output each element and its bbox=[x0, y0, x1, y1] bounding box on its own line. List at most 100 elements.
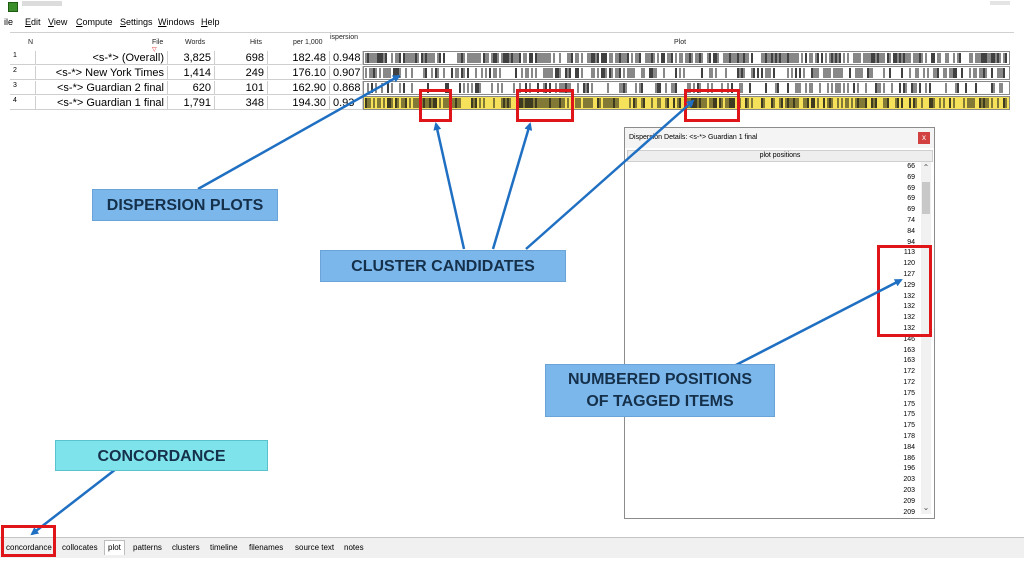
tab-clusters[interactable]: clusters bbox=[172, 543, 200, 552]
arrow-cluster-1 bbox=[433, 122, 466, 250]
callout-dispersion-plots: DISPERSION PLOTS bbox=[92, 189, 278, 221]
position-item[interactable]: 163 bbox=[903, 357, 915, 365]
tab-notes[interactable]: notes bbox=[344, 543, 364, 552]
callout-cluster-candidates: CLUSTER CANDIDATES bbox=[320, 250, 566, 282]
position-item[interactable]: 203 bbox=[903, 487, 915, 494]
dialog-scrollbar[interactable]: ⌃ ⌄ bbox=[921, 162, 931, 514]
arrow-positions bbox=[733, 278, 903, 368]
dispersion-plot[interactable] bbox=[363, 66, 1010, 80]
position-item[interactable]: 175 bbox=[903, 422, 915, 430]
arrow-dispersion bbox=[197, 74, 401, 191]
row-number: 2 bbox=[10, 66, 36, 80]
position-item[interactable]: 209 bbox=[903, 497, 915, 505]
row-dispersion: 0.868 bbox=[330, 81, 363, 95]
tab-filenames[interactable]: filenames bbox=[249, 543, 284, 552]
position-item[interactable]: 132 bbox=[903, 292, 915, 300]
col-header-file[interactable]: File bbox=[152, 39, 164, 46]
col-header-n[interactable]: N bbox=[28, 39, 34, 46]
position-item[interactable]: 175 bbox=[903, 389, 915, 397]
title-bar bbox=[0, 0, 1024, 12]
cluster-box-1 bbox=[419, 89, 452, 122]
position-item[interactable]: 184 bbox=[903, 443, 915, 451]
tab-patterns[interactable]: patterns bbox=[133, 543, 162, 552]
window-title bbox=[22, 1, 62, 6]
cluster-box-3 bbox=[684, 89, 740, 122]
col-header-hits[interactable]: Hits bbox=[250, 39, 263, 46]
close-icon[interactable]: x bbox=[918, 132, 930, 144]
position-item[interactable]: 203 bbox=[903, 476, 915, 484]
position-item[interactable]: 146 bbox=[903, 335, 915, 343]
row-file: <s-*> (Overall) bbox=[36, 51, 168, 65]
col-header-per-1000[interactable]: per 1,000 bbox=[293, 39, 323, 46]
position-item[interactable]: 175 bbox=[903, 411, 915, 419]
position-item[interactable]: 129 bbox=[903, 281, 915, 289]
tab-timeline[interactable]: timeline bbox=[210, 543, 238, 552]
row-words: 3,825 bbox=[168, 51, 215, 65]
positions-list: 66 69 69 69 69 74 84 94 113 120 127 129 132 132 132 132… bbox=[627, 162, 921, 514]
plot-positions-header[interactable]: plot positions bbox=[627, 150, 933, 162]
row-file: <s-*> Guardian 1 final bbox=[36, 96, 168, 110]
row-hits: 101 bbox=[215, 81, 268, 95]
tab-concordance[interactable]: concordance bbox=[6, 543, 52, 552]
menu-help[interactable]: Help bbox=[201, 17, 220, 27]
position-item[interactable]: 163 bbox=[903, 346, 915, 354]
position-item[interactable]: 209 bbox=[903, 508, 915, 514]
scroll-thumb[interactable] bbox=[922, 182, 930, 214]
position-item[interactable]: 74 bbox=[907, 217, 915, 224]
position-item[interactable]: 186 bbox=[903, 454, 915, 462]
col-header-plot[interactable]: Plot bbox=[674, 39, 687, 46]
position-item[interactable]: 84 bbox=[907, 227, 915, 235]
row-number: 3 bbox=[10, 81, 36, 95]
row-hits: 698 bbox=[215, 51, 268, 65]
menu-windows[interactable]: Windows bbox=[158, 17, 195, 27]
menu-bar: ile Edit View Compute Settings Windows H… bbox=[0, 14, 1024, 30]
menu-view[interactable]: View bbox=[48, 17, 68, 27]
callout-numbered-line2: OF TAGGED ITEMS bbox=[586, 393, 734, 410]
arrow-cluster-3 bbox=[525, 99, 695, 250]
window-controls[interactable] bbox=[990, 1, 1010, 5]
position-item[interactable]: 113 bbox=[903, 249, 915, 257]
tab-source-text[interactable]: source text bbox=[295, 543, 335, 552]
col-header-words[interactable]: Words bbox=[185, 39, 206, 46]
position-item[interactable]: 69 bbox=[907, 184, 915, 192]
results-grid: N File ▽ Words Hits per 1,000 ispersion … bbox=[10, 32, 1014, 115]
position-item[interactable]: 94 bbox=[907, 238, 915, 246]
position-item[interactable]: 69 bbox=[907, 195, 915, 203]
dispersion-plot[interactable] bbox=[363, 51, 1010, 65]
row-hits: 249 bbox=[215, 66, 268, 80]
row-per-1000: 162.90 bbox=[268, 81, 330, 95]
row-dispersion: 0.907 bbox=[330, 66, 363, 80]
position-item[interactable]: 132 bbox=[903, 303, 915, 311]
row-words: 1,414 bbox=[168, 66, 215, 80]
position-item[interactable]: 172 bbox=[903, 368, 915, 376]
row-number: 4 bbox=[10, 96, 36, 110]
position-item[interactable]: 132 bbox=[903, 314, 915, 322]
callout-numbered-line1: NUMBERED POSITIONS bbox=[567, 371, 752, 388]
position-item[interactable]: 172 bbox=[903, 379, 915, 386]
tab-plot[interactable]: plot bbox=[104, 540, 125, 555]
arrow-concordance bbox=[30, 468, 117, 536]
position-item[interactable]: 69 bbox=[907, 206, 915, 214]
row-dispersion: 0.948 bbox=[330, 51, 363, 65]
position-item[interactable]: 69 bbox=[907, 173, 915, 181]
menu-file[interactable]: ile bbox=[4, 17, 14, 27]
scroll-down-icon[interactable]: ⌄ bbox=[922, 503, 930, 512]
scroll-up-icon[interactable]: ⌃ bbox=[922, 163, 930, 172]
menu-edit[interactable]: Edit bbox=[25, 17, 41, 27]
tab-collocates[interactable]: collocates bbox=[62, 543, 98, 552]
position-item[interactable]: 127 bbox=[903, 271, 915, 278]
menu-settings[interactable]: Settings bbox=[120, 17, 153, 27]
position-item[interactable]: 178 bbox=[903, 433, 915, 440]
row-file: <s-*> Guardian 2 final bbox=[36, 81, 168, 95]
col-header-dispersion[interactable]: ispersion bbox=[330, 34, 359, 41]
position-item[interactable]: 132 bbox=[903, 325, 915, 332]
position-item[interactable]: 196 bbox=[903, 465, 915, 473]
row-file: <s-*> New York Times bbox=[36, 66, 168, 80]
position-item[interactable]: 120 bbox=[903, 260, 915, 268]
dispersion-details-dialog: Dispersion Details: <s-*> Guardian 1 fin… bbox=[624, 127, 935, 519]
position-item[interactable]: 175 bbox=[903, 400, 915, 408]
position-item[interactable]: 66 bbox=[907, 163, 915, 170]
menu-compute[interactable]: Compute bbox=[76, 17, 113, 27]
